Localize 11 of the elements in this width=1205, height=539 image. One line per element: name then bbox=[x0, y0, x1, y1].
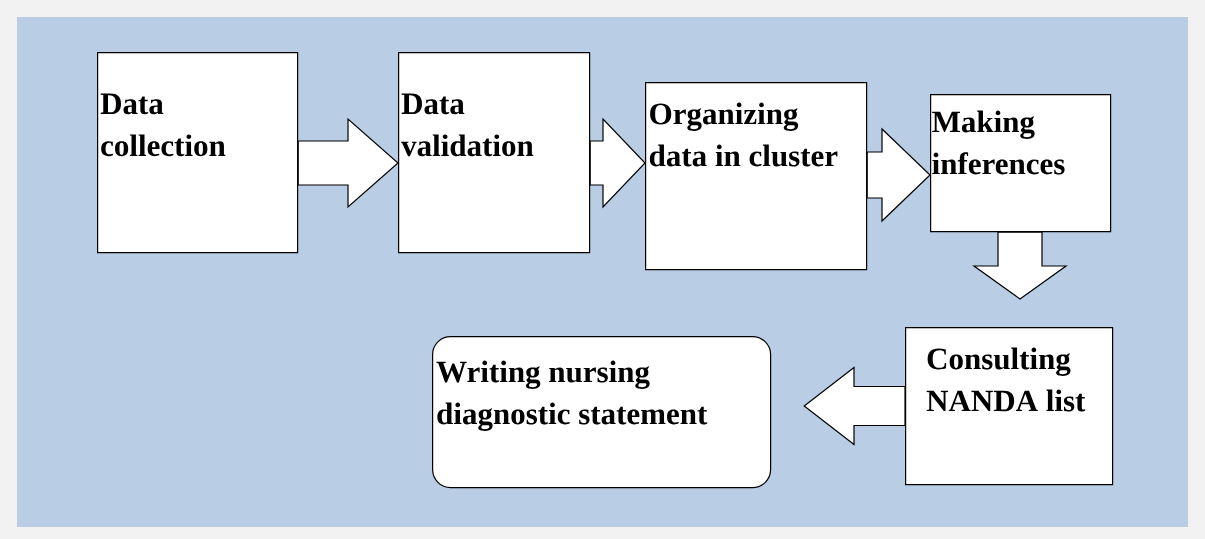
block-arrow bbox=[972, 231, 1068, 300]
process-box: Organizing data in cluster bbox=[645, 82, 868, 271]
process-box: Data validation bbox=[398, 52, 591, 254]
process-box: Data collection bbox=[97, 52, 299, 254]
block-arrow bbox=[589, 117, 646, 209]
block-arrow bbox=[297, 117, 399, 209]
block-arrow bbox=[803, 366, 906, 446]
block-arrow bbox=[866, 127, 931, 223]
process-box: Consulting NANDA list bbox=[905, 327, 1114, 486]
rounded-box: Writing nursing diagnostic statement bbox=[432, 336, 772, 489]
process-box: Making inferences bbox=[930, 94, 1112, 233]
